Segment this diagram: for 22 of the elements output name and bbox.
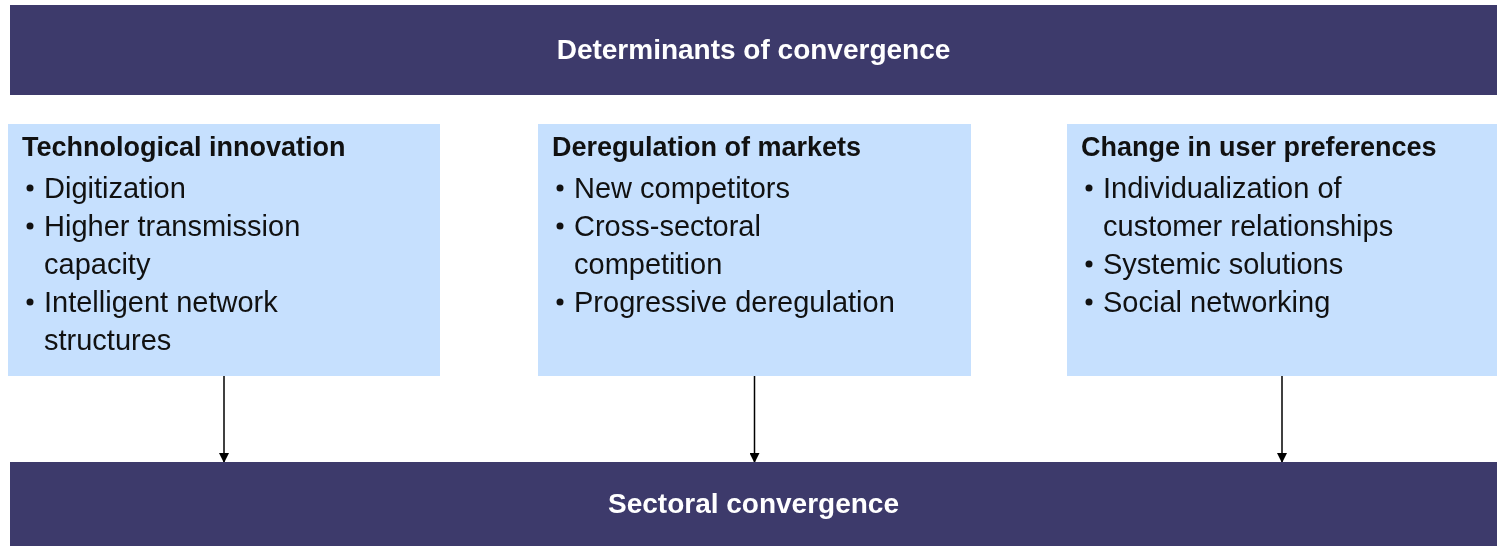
- bullet-item: Individualization of customer relationships: [1103, 171, 1395, 244]
- arrow: [1277, 375, 1287, 463]
- category-card: [8, 124, 440, 376]
- bullet-item: Progressive deregulation: [574, 285, 895, 320]
- banner-title: Determinants of convergence: [556, 34, 951, 66]
- arrow: [219, 375, 229, 463]
- banner-title: Sectoral convergence: [608, 488, 899, 520]
- category-card: [538, 124, 971, 376]
- card-heading: Technological innovation: [22, 132, 347, 163]
- bullet-item: New competitors: [574, 171, 790, 206]
- bullet-item: Higher transmission capacity: [44, 209, 302, 282]
- bullet-item: Social networking: [1103, 285, 1331, 320]
- bullet-item: Digitization: [44, 171, 186, 206]
- bullet-item: Systemic solutions: [1103, 247, 1344, 282]
- category-card: [1067, 124, 1497, 376]
- banner: [10, 5, 1497, 95]
- bullet-item: Cross-sectoral competition: [574, 209, 762, 282]
- bullet-item: Intelligent network structures: [44, 285, 279, 358]
- banner: [10, 462, 1497, 546]
- card-heading: Deregulation of markets: [552, 132, 863, 163]
- card-heading: Change in user preferences: [1081, 132, 1438, 163]
- arrow: [749, 375, 760, 463]
